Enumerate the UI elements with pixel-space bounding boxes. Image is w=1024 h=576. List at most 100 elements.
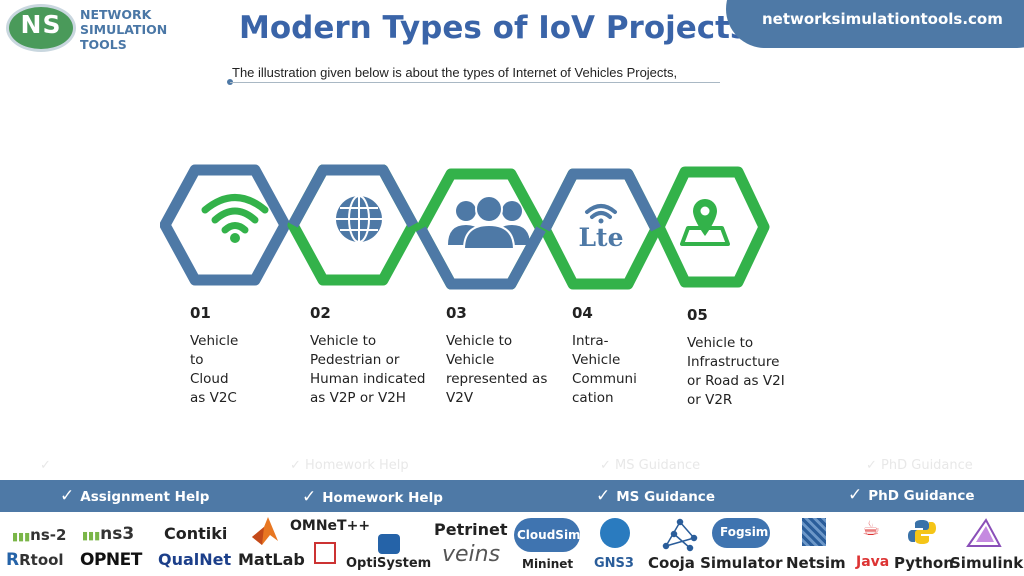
item-line: Cloud: [190, 371, 229, 387]
item-line: Vehicle to: [446, 333, 513, 349]
subtitle: The illustration given below is about th…: [232, 65, 678, 80]
item-number: 03: [446, 304, 467, 322]
item-line: Communi: [572, 371, 637, 387]
cooja-logo[interactable]: Cooja Simulator: [648, 554, 783, 572]
check-icon: ✓: [848, 485, 863, 505]
veins-logo[interactable]: veins: [442, 542, 501, 567]
hexagon-1: [160, 164, 291, 286]
fogsim-logo[interactable]: Fogsim: [720, 525, 769, 539]
item-line: Pedestrian or: [310, 352, 400, 368]
python-icon: [908, 520, 936, 544]
item-description: Intra- Vehicle Communi cation: [572, 332, 637, 408]
gns3-icon: [600, 518, 630, 548]
globe-icon: [336, 195, 382, 243]
item-description: Vehicle to Vehicle represented as V2V: [446, 332, 547, 408]
item-line: represented as: [446, 371, 548, 387]
item-number: 02: [310, 304, 331, 322]
simulink-logo[interactable]: Simulink: [950, 554, 1024, 572]
ghost-homework: ✓ Homework Help: [290, 458, 409, 473]
matlab-logo[interactable]: MatLab: [238, 550, 305, 569]
check-icon: ✓: [60, 486, 75, 506]
logo-mark: NS: [20, 10, 62, 39]
ghost-check: ✓: [40, 458, 51, 473]
gns3-logo[interactable]: GNS3: [594, 556, 634, 571]
item-5: 05 Vehicle to Infrastructure or Road as …: [687, 306, 785, 410]
optisystem-logo[interactable]: OptiSystem: [346, 556, 432, 571]
petrinet-logo[interactable]: Petrinet: [434, 520, 508, 539]
page-title: Modern Types of IoV Projects: [239, 10, 749, 46]
java-cup-icon: ☕: [862, 516, 880, 540]
item-2: 02 Vehicle to Pedestrian or Human indica…: [310, 304, 425, 408]
lte-icon: Lte: [578, 204, 624, 252]
java-logo[interactable]: Java: [856, 554, 890, 570]
item-4: 04 Intra- Vehicle Communi cation: [572, 304, 637, 408]
hexagon-4-blue-top: [540, 168, 661, 232]
check-icon: ✓: [596, 486, 611, 506]
item-line: as V2C: [190, 390, 237, 406]
hexagon-3-blue-bottom: [416, 226, 546, 290]
logo-line-1: NETWORK: [80, 7, 152, 22]
tool-logos: ▮▮▮ns-2 ▮▮▮ns3 Contiki RRtool OPNET Qual…: [0, 512, 1024, 576]
item-line: cation: [572, 390, 614, 406]
matlab-icon: [252, 517, 278, 545]
opnet-logo[interactable]: OPNET: [80, 550, 142, 570]
item-description: Vehicle to Pedestrian or Human indicated…: [310, 332, 425, 408]
mininet-logo[interactable]: Mininet: [522, 557, 574, 571]
hexagon-2-blue-top: [288, 164, 418, 228]
cooja-network-icon: [662, 518, 698, 552]
logo-wordmark: NETWORK SIMULATION TOOLS: [80, 7, 167, 52]
item-line: Vehicle: [446, 352, 495, 368]
item-line: as V2P or V2H: [310, 390, 406, 406]
brand-logo[interactable]: NS NETWORK SIMULATION TOOLS: [4, 2, 174, 54]
cloudsim-logo[interactable]: CloudSim: [517, 528, 581, 542]
item-line: Human indicated: [310, 371, 426, 387]
netsim-logo[interactable]: Netsim: [786, 554, 846, 572]
service-phd[interactable]: ✓PhD Guidance: [848, 485, 975, 505]
item-line: V2V: [446, 390, 474, 406]
item-number: 04: [572, 304, 593, 322]
fogsim-icon: [712, 518, 770, 548]
map-pin-icon: [680, 199, 730, 246]
users-icon: [448, 195, 530, 250]
item-description: Vehicle to Cloud as V2C: [190, 332, 238, 408]
logo-line-2: SIMULATION: [80, 22, 168, 37]
netsim-icon: [802, 518, 826, 546]
item-number: 01: [190, 304, 211, 322]
ghost-phd: ✓ PhD Guidance: [866, 458, 973, 473]
item-line: Vehicle: [572, 352, 621, 368]
item-line: Vehicle to: [687, 335, 754, 351]
ns3-logo[interactable]: ▮▮▮ns3: [82, 524, 135, 544]
service-ms[interactable]: ✓MS Guidance: [596, 486, 715, 506]
rtool-logo[interactable]: RRtool: [6, 550, 64, 570]
check-icon: ✓: [302, 487, 317, 507]
item-line: Vehicle to: [310, 333, 377, 349]
ns2-logo[interactable]: ▮▮▮ns-2: [12, 526, 67, 544]
ghost-ms: ✓ MS Guidance: [600, 458, 701, 473]
qualnet-logo[interactable]: QualNet: [158, 550, 232, 569]
service-homework[interactable]: ✓Homework Help: [302, 487, 443, 507]
cloudsim-icon: [514, 518, 580, 552]
item-line: Intra-: [572, 333, 609, 349]
omnet-logo[interactable]: OMNeT++: [290, 518, 371, 534]
optisystem-chip-icon: [378, 534, 400, 554]
item-line: Vehicle: [190, 333, 239, 349]
service-assignment[interactable]: ✓Assignment Help: [60, 486, 210, 506]
logo-circle: [6, 4, 76, 52]
item-1: 01 Vehicle to Cloud as V2C: [190, 304, 238, 408]
wifi-icon: [201, 194, 269, 243]
item-number: 05: [687, 306, 708, 324]
item-3: 03 Vehicle to Vehicle represented as V2V: [446, 304, 547, 408]
service-bar: [0, 480, 1024, 512]
hexagon-chain: [160, 164, 770, 290]
item-line: or Road as V2I: [687, 373, 785, 389]
simulink-icon: [966, 518, 1002, 547]
python-logo[interactable]: Python: [894, 554, 954, 572]
optisystem-icon: [314, 542, 336, 564]
item-line: or V2R: [687, 392, 733, 408]
site-tab: [726, 0, 1024, 48]
item-line: Infrastructure: [687, 354, 780, 370]
site-link[interactable]: networksimulationtools.com: [762, 10, 1003, 28]
contiki-logo[interactable]: Contiki: [164, 524, 228, 543]
logo-line-3: TOOLS: [80, 37, 127, 52]
item-description: Vehicle to Infrastructure or Road as V2I…: [687, 334, 785, 410]
